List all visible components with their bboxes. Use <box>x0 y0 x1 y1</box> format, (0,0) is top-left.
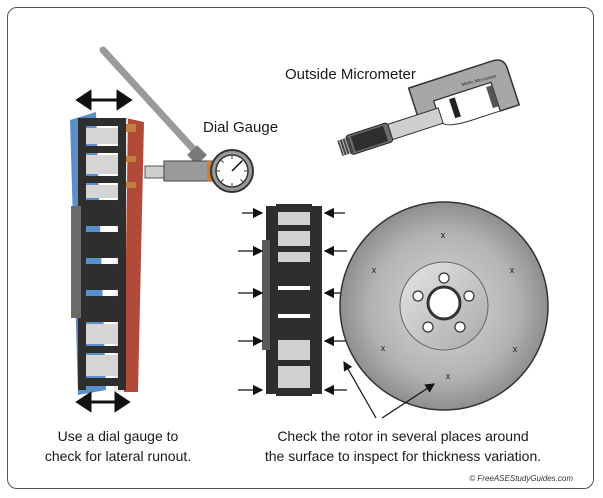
double-arrow-icon <box>75 89 133 111</box>
dial-gauge-icon <box>99 46 254 193</box>
svg-text:x: x <box>441 230 446 240</box>
svg-text:x: x <box>446 371 451 381</box>
center-rotor-section <box>262 204 322 396</box>
rotor-face: x x x x x x <box>339 201 549 411</box>
push-arrow-icon <box>238 207 347 396</box>
micrometer-icon <box>337 59 521 156</box>
caption-line: the surface to inspect for thickness var… <box>264 448 542 464</box>
svg-text:x: x <box>513 344 518 354</box>
svg-text:x: x <box>372 265 377 275</box>
measure-mark-icon: x x x x x x <box>372 230 518 381</box>
caption-line: Use a dial gauge to <box>57 428 179 444</box>
dial-gauge-label: Dial Gauge <box>203 119 279 136</box>
diagram-frame <box>7 7 594 489</box>
copyright-text: © FreeASEStudyGuides.com <box>469 474 573 483</box>
caption-lateral-runout: Use a dial gauge to check for lateral ru… <box>28 426 208 466</box>
left-rotor-assembly <box>70 112 144 395</box>
outside-micrometer-label: Outside Micrometer <box>285 66 416 83</box>
pointer-arrows <box>343 360 436 419</box>
double-arrow-icon <box>75 391 131 413</box>
caption-thickness-variation: Check the rotor in several places around… <box>248 426 558 466</box>
caption-line: check for lateral runout. <box>44 448 192 464</box>
caption-line: Check the rotor in several places around <box>277 428 529 444</box>
svg-text:x: x <box>510 265 515 275</box>
svg-text:x: x <box>381 343 386 353</box>
